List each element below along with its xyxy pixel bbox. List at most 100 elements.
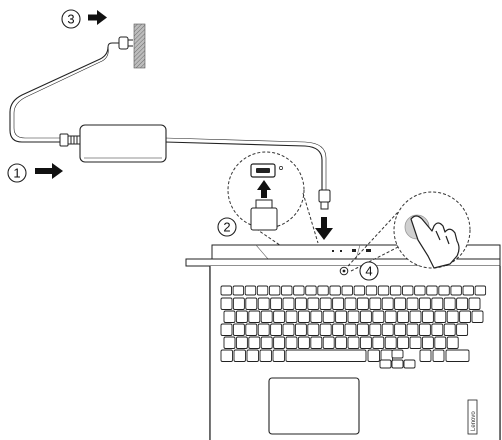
keyboard-key bbox=[409, 310, 422, 323]
step-1-arrow-icon bbox=[35, 163, 63, 179]
keyboard-key bbox=[297, 336, 310, 349]
step-1-badge bbox=[7, 163, 27, 183]
keyboard-key bbox=[268, 285, 281, 296]
keyboard-key bbox=[432, 349, 445, 362]
keyboard-key bbox=[459, 310, 472, 323]
wall-outlet bbox=[133, 23, 146, 69]
keyboard-key bbox=[335, 310, 348, 323]
keyboard-key bbox=[245, 323, 258, 336]
keyboard-key bbox=[335, 336, 348, 349]
step-2-number: 2 bbox=[223, 220, 230, 235]
power-cord bbox=[9, 46, 109, 143]
step-1-number: 1 bbox=[13, 166, 20, 181]
keyboard-key bbox=[257, 323, 270, 336]
keyboard-key bbox=[307, 297, 320, 310]
keyboard-key bbox=[285, 349, 367, 362]
keyboard-key bbox=[220, 323, 233, 336]
keyboard-key bbox=[384, 310, 397, 323]
keyboard-key bbox=[379, 359, 392, 369]
keyboard-key bbox=[353, 285, 366, 296]
keyboard-key bbox=[359, 310, 372, 323]
keyboard-key bbox=[426, 285, 438, 296]
keyboard-key bbox=[232, 323, 245, 336]
keyboard-key bbox=[356, 297, 369, 310]
keyboard-key bbox=[369, 323, 382, 336]
keyboard-key bbox=[369, 297, 382, 310]
rear-ports bbox=[332, 249, 371, 252]
keyboard-key bbox=[293, 285, 305, 296]
keyboard-key bbox=[297, 310, 310, 323]
keyboard-key bbox=[232, 297, 245, 310]
step-4-number: 4 bbox=[365, 264, 372, 279]
keyboard-key bbox=[456, 323, 469, 336]
keyboard-key bbox=[394, 323, 407, 336]
keyboard-key bbox=[367, 349, 380, 362]
keyboard-key bbox=[273, 336, 286, 349]
keyboard-key bbox=[377, 285, 390, 296]
keyboard-key bbox=[438, 285, 450, 296]
keyboard-key bbox=[332, 323, 345, 336]
keyboard-key bbox=[285, 310, 298, 323]
keyboard-key bbox=[294, 297, 307, 310]
keyboard-key bbox=[389, 285, 402, 296]
keyboard-key bbox=[245, 297, 258, 310]
keyboard-key bbox=[322, 336, 335, 349]
keyboard-key bbox=[446, 336, 459, 349]
keyboard-key bbox=[418, 323, 431, 336]
step-4-badge bbox=[359, 261, 379, 281]
keyboard-key bbox=[294, 323, 307, 336]
keyboard-key bbox=[319, 297, 332, 310]
wall-plug bbox=[107, 36, 133, 50]
power-button[interactable] bbox=[339, 266, 349, 276]
keyboard-key bbox=[359, 336, 372, 349]
keyboard-key bbox=[310, 310, 323, 323]
dc-port bbox=[250, 163, 283, 178]
keyboard-key bbox=[372, 336, 385, 349]
pressing-finger-icon bbox=[410, 215, 460, 269]
keyboard-key bbox=[248, 336, 261, 349]
step-1-callout: 1 bbox=[7, 163, 63, 183]
keyboard-key bbox=[347, 336, 360, 349]
keyboard-key bbox=[344, 323, 357, 336]
keyboard-key bbox=[305, 285, 317, 296]
keyboard-key bbox=[403, 359, 416, 369]
keyboard-key bbox=[445, 349, 470, 362]
keyboard-key bbox=[260, 310, 273, 323]
keyboard-key bbox=[273, 310, 286, 323]
keyboard-key bbox=[223, 336, 236, 349]
keyboard-key bbox=[319, 323, 332, 336]
keyboard-key bbox=[421, 336, 434, 349]
keyboard-key bbox=[272, 349, 285, 362]
keyboard-key bbox=[344, 297, 357, 310]
step-3-number: 3 bbox=[67, 12, 74, 27]
keyboard-key bbox=[431, 297, 444, 310]
keyboard-key bbox=[419, 349, 432, 362]
keyboard-key bbox=[356, 323, 369, 336]
ac-connector bbox=[59, 133, 81, 147]
keyboard-key bbox=[232, 285, 245, 296]
keyboard-key bbox=[397, 310, 410, 323]
keyboard-key bbox=[220, 297, 233, 310]
keyboard-key bbox=[443, 323, 456, 336]
insert-down-arrow-icon bbox=[315, 217, 333, 240]
keyboard-key bbox=[256, 285, 269, 296]
keyboard-key bbox=[220, 285, 232, 296]
dc-cable bbox=[164, 137, 327, 190]
keyboard-key bbox=[235, 336, 248, 349]
insert-up-arrow-icon bbox=[257, 180, 271, 198]
keyboard-key bbox=[381, 323, 394, 336]
keyboard-key bbox=[365, 285, 378, 296]
keyboard-key bbox=[322, 310, 335, 323]
keyboard-key bbox=[381, 297, 394, 310]
keyboard-key bbox=[384, 336, 397, 349]
brand-text: Lenovo bbox=[471, 411, 477, 431]
keyboard-key bbox=[329, 285, 341, 296]
keyboard-key bbox=[257, 297, 270, 310]
keyboard-key bbox=[406, 323, 419, 336]
touchpad[interactable] bbox=[268, 377, 360, 435]
keyboard-key bbox=[310, 336, 323, 349]
keyboard-key bbox=[270, 297, 283, 310]
step-4-callout: 4 bbox=[359, 261, 379, 281]
keyboard-key bbox=[414, 285, 426, 296]
